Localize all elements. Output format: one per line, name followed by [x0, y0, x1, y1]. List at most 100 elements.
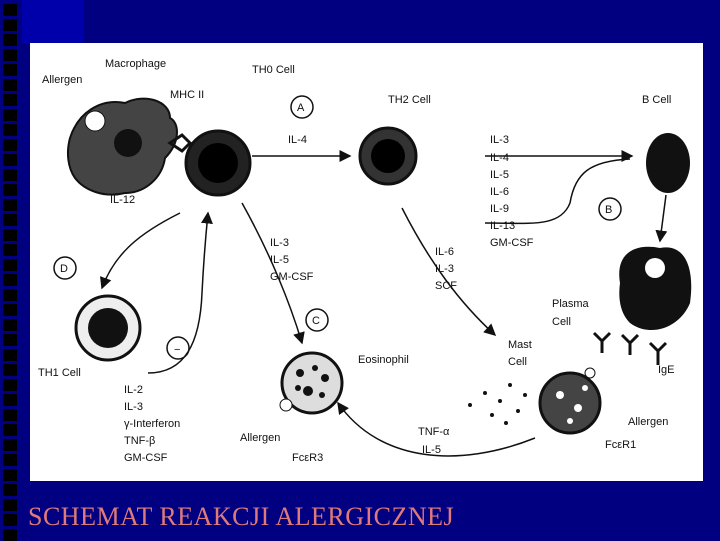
mast-cytokine: IL-3 — [435, 263, 454, 275]
label-bcell: B Cell — [642, 94, 671, 106]
th1-cytokine: γ-Interferon — [124, 418, 180, 430]
th2-cytokine: IL-9 — [490, 203, 509, 215]
strip-square — [3, 274, 17, 286]
tnf-cytokine-list: TNF-α IL-5 — [418, 426, 450, 456]
arrow-th1-inhibit — [147, 211, 213, 374]
strip-square — [3, 64, 17, 76]
strip-square — [3, 79, 17, 91]
plasma-cell-nucleus — [645, 258, 665, 278]
label-macrophage: Macrophage — [105, 58, 166, 70]
strip-square — [3, 304, 17, 316]
arrow-th0-eosinophil — [241, 202, 305, 345]
b-cell — [646, 133, 690, 193]
arrow-th0-th1 — [100, 212, 181, 290]
tnf-cytokine: TNF-α — [418, 426, 450, 438]
strip-square — [3, 124, 17, 136]
th2-cytokine: IL-5 — [490, 169, 509, 181]
marker-b — [598, 197, 622, 221]
strip-square — [3, 529, 17, 541]
strip-square — [3, 19, 17, 31]
tnf-cytokine: IL-5 — [422, 444, 441, 456]
strip-square — [3, 379, 17, 391]
strip-square — [3, 259, 17, 271]
left-decorative-strip — [0, 0, 22, 541]
label-fcer3: FcεR3 — [292, 452, 323, 464]
strip-square — [3, 349, 17, 361]
strip-square — [3, 109, 17, 121]
strip-square — [3, 409, 17, 421]
label-th0: TH0 Cell — [252, 64, 295, 76]
label-th1: TH1 Cell — [38, 367, 81, 379]
label-fcer1: FcεR1 — [605, 439, 636, 451]
eos-cytokine-list: IL-3 IL-5 GM-CSF — [270, 237, 314, 283]
diagram-canvas: A B C D − Allergen Macrophage MHC II TH0… — [38, 58, 692, 464]
released-granules — [468, 383, 527, 425]
th2-cytokine: IL-13 — [490, 220, 515, 232]
th2-cytokine: IL-4 — [490, 152, 509, 164]
label-mhc2: MHC II — [170, 89, 204, 101]
label-plasma-1: Plasma — [552, 298, 590, 310]
strip-square — [3, 424, 17, 436]
th1-cytokine: IL-3 — [124, 401, 143, 413]
slide-title: SCHEMAT REAKCJI ALERGICZNEJ — [28, 502, 455, 531]
marker-d-label: D — [60, 263, 68, 275]
strip-square — [3, 514, 17, 526]
label-th2: TH2 Cell — [388, 94, 431, 106]
strip-square — [3, 469, 17, 481]
th2-cytokine-list: IL-3 IL-4 IL-5 IL-6 IL-9 IL-13 GM-CSF — [490, 134, 534, 249]
strip-square — [3, 244, 17, 256]
marker-d — [53, 256, 77, 280]
strip-square — [3, 319, 17, 331]
allergen-on-eosinophil-icon — [279, 398, 293, 412]
ige-antibody-icon — [620, 333, 640, 355]
strip-square — [3, 4, 17, 16]
strip-square — [3, 484, 17, 496]
arrow-cytokines-bcell — [484, 158, 631, 225]
plasma-cell — [619, 246, 692, 331]
macrophage-nucleus — [114, 129, 142, 157]
label-allergen-top: Allergen — [42, 74, 82, 86]
marker-c — [305, 308, 329, 332]
marker-b-label: B — [605, 204, 612, 216]
mhc2-complex-icon — [167, 133, 193, 153]
label-mast-2: Cell — [508, 356, 527, 368]
th2-cytokine: GM-CSF — [490, 237, 534, 249]
arrow-th2-mast — [401, 207, 497, 337]
allergy-diagram: A B C D − Allergen Macrophage MHC II TH0… — [30, 43, 703, 481]
strip-square — [3, 49, 17, 61]
marker-a — [290, 95, 314, 119]
label-il12: IL-12 — [110, 194, 135, 206]
th1-cytokine: IL-2 — [124, 384, 143, 396]
arrow-bcell-plasma — [655, 194, 668, 243]
strip-square — [3, 289, 17, 301]
mast-cytokine: SCF — [435, 280, 457, 292]
label-mast-1: Mast — [508, 339, 532, 351]
eosinophil-cell — [280, 351, 344, 415]
eos-cytokine: IL-5 — [270, 254, 289, 266]
strip-square — [3, 439, 17, 451]
label-ige: IgE — [658, 364, 675, 376]
ige-antibody-icon-2 — [648, 341, 668, 365]
ige-antibody-icon-3 — [592, 331, 612, 353]
label-allergen-left: Allergen — [240, 432, 280, 444]
th1-cytokine: GM-CSF — [124, 452, 168, 464]
eos-cytokine: GM-CSF — [270, 271, 314, 283]
mast-cytokine-list: IL-6 IL-3 SCF — [435, 246, 457, 292]
label-eosinophil: Eosinophil — [358, 354, 409, 366]
strip-square — [3, 334, 17, 346]
marker-minus — [166, 336, 190, 360]
strip-square — [3, 394, 17, 406]
th0-nucleus — [198, 143, 238, 183]
th1-nucleus — [88, 308, 128, 348]
strip-square — [3, 169, 17, 181]
strip-square — [3, 139, 17, 151]
strip-square — [3, 499, 17, 511]
th1-cytokine: TNF-β — [124, 435, 155, 447]
allergen-particle-icon — [84, 110, 106, 132]
th1-cytokine-list: IL-2 IL-3 γ-Interferon TNF-β GM-CSF — [124, 384, 180, 464]
top-decorative-bar — [22, 0, 84, 44]
arrow-mast-eosinophil — [337, 401, 536, 457]
strip-square — [3, 154, 17, 166]
eos-cytokine: IL-3 — [270, 237, 289, 249]
